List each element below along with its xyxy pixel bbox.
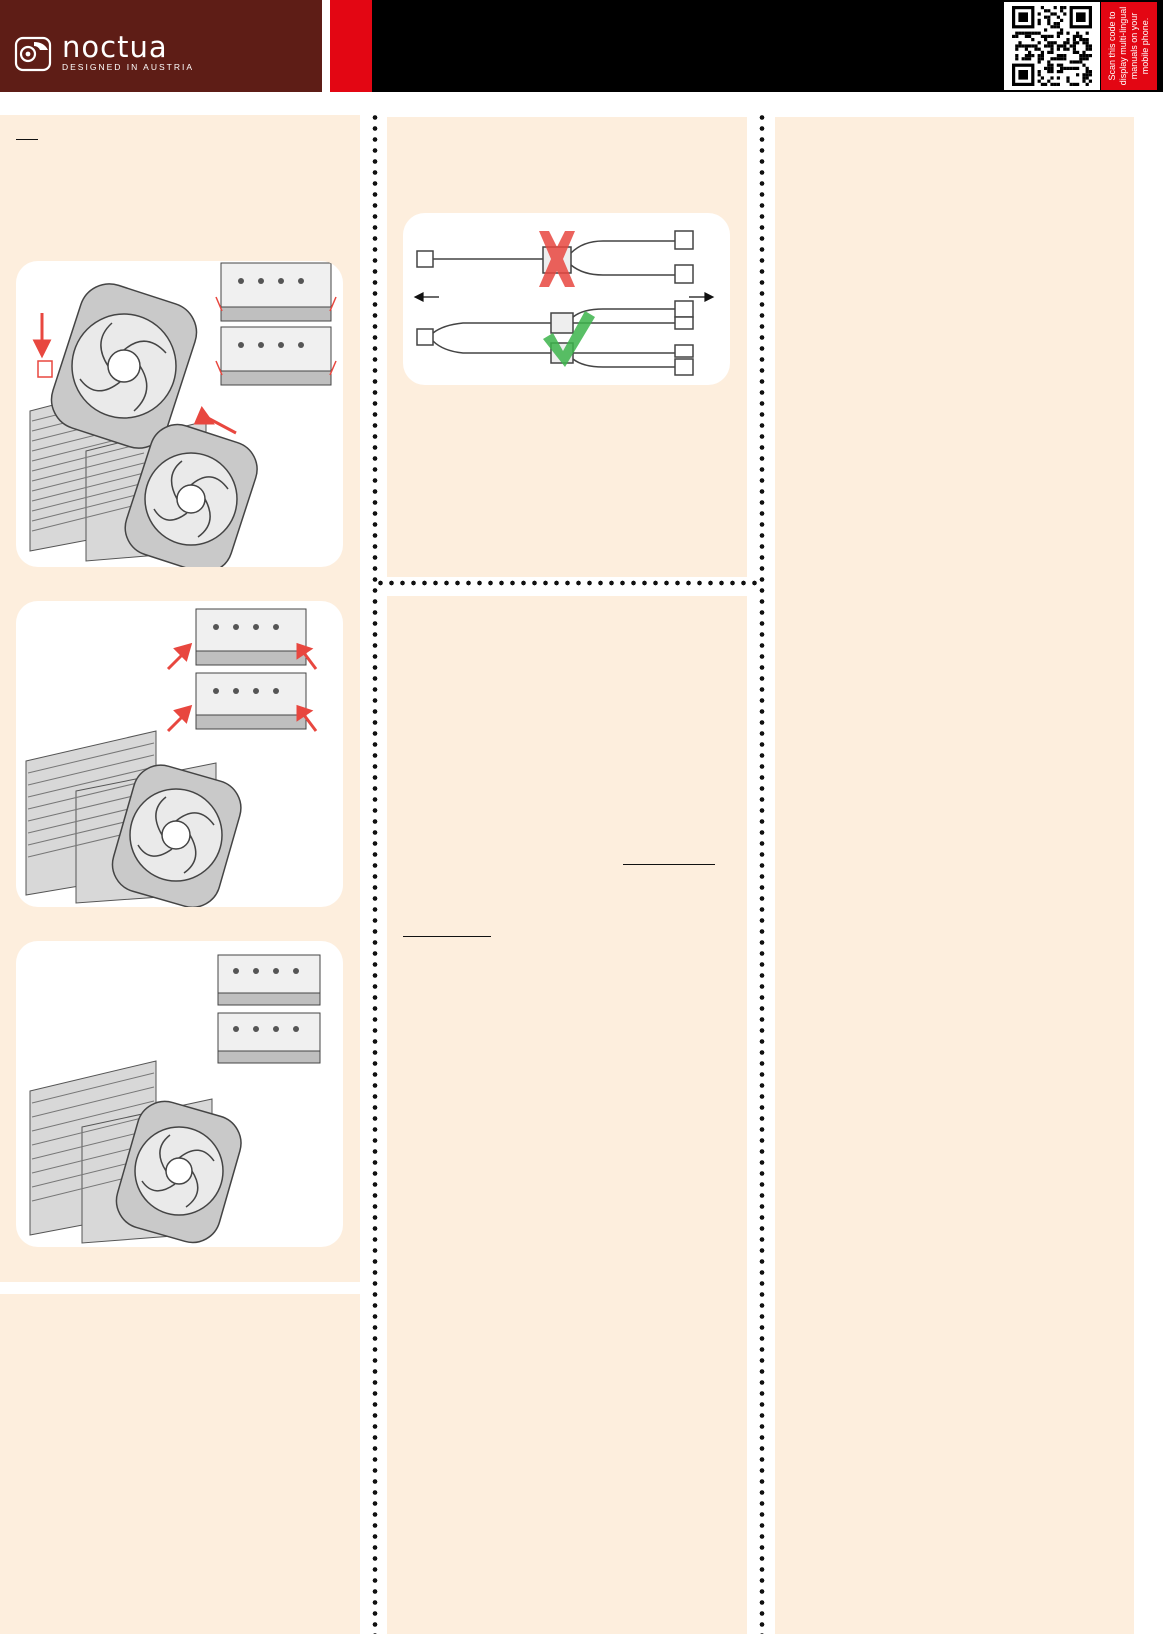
illustration-cooler-fan-install bbox=[29, 262, 337, 567]
qr-instruction: Scan this code to display multi-lingual … bbox=[1101, 2, 1157, 90]
panel-fan-clips bbox=[0, 115, 360, 1282]
noctua-logo: noctua DESIGNED IN AUSTRIA bbox=[14, 30, 192, 72]
panel-fan-cables bbox=[387, 117, 747, 577]
card-fan-mounting-step-3 bbox=[16, 941, 343, 1247]
diagram-y-cable-correct-incorrect bbox=[413, 230, 715, 376]
header-brand-block: noctua DESIGNED IN AUSTRIA bbox=[0, 0, 322, 92]
header-red-tab bbox=[330, 0, 372, 92]
text-underline-2 bbox=[403, 936, 491, 937]
card-fan-mounting-step-2 bbox=[16, 601, 343, 907]
illustration-cooler-clip-attach bbox=[25, 608, 318, 907]
qr-code-icon[interactable] bbox=[1004, 2, 1100, 90]
column-divider-right bbox=[759, 112, 765, 1634]
panel-column-3 bbox=[775, 117, 1134, 1634]
brand-tagline: DESIGNED IN AUSTRIA bbox=[62, 62, 194, 72]
heading-underline bbox=[16, 139, 38, 140]
cross-mark-icon bbox=[539, 231, 575, 287]
illustration-cooler-assembled bbox=[29, 954, 321, 1244]
panel-column-1-lower bbox=[0, 1294, 360, 1634]
qr-instruction-text: Scan this code to display multi-lingual … bbox=[1107, 6, 1150, 86]
brand-name: noctua bbox=[62, 30, 168, 64]
card-y-cable-diagram bbox=[403, 213, 730, 385]
panel-column-2-lower bbox=[387, 596, 747, 1634]
check-mark-icon bbox=[543, 311, 595, 367]
section-divider bbox=[375, 580, 761, 586]
card-fan-mounting-step-1 bbox=[16, 261, 343, 567]
noctua-owl-logo-icon bbox=[14, 36, 52, 72]
column-divider-left bbox=[372, 112, 378, 1634]
text-underline-1 bbox=[623, 864, 715, 865]
